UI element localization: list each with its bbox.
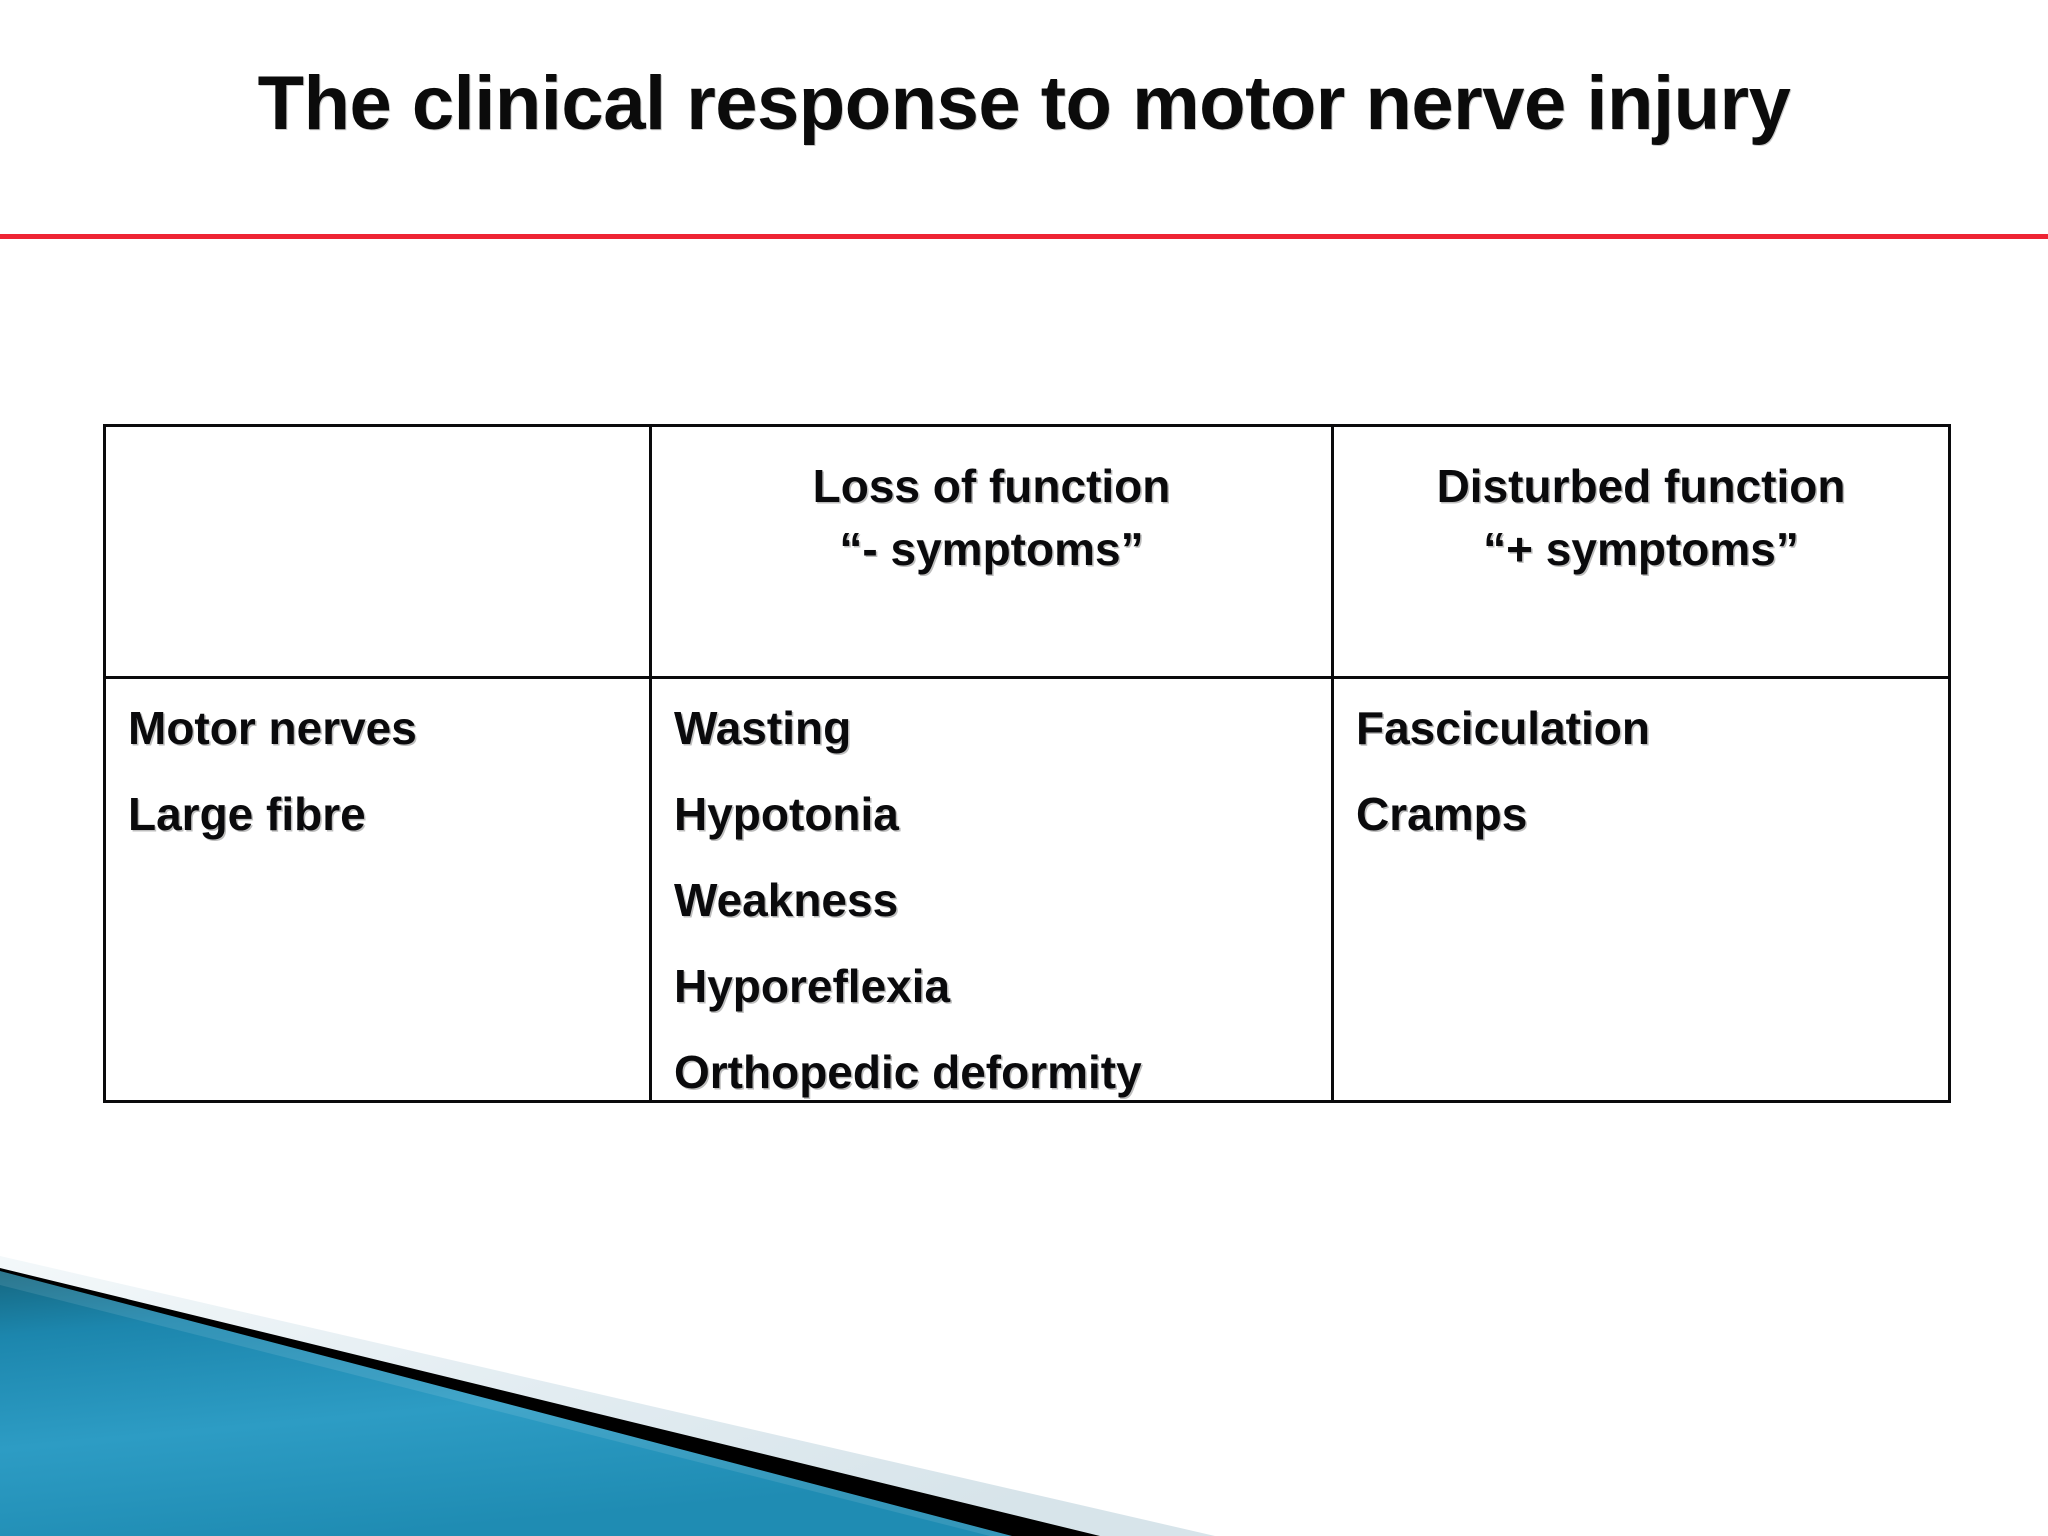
list-item: Cramps [1356, 788, 1528, 840]
table-row: Motor nerves Large fibre Wasting Hypoton… [103, 676, 1951, 1103]
list-item: Orthopedic deformity [674, 1046, 1142, 1098]
header-loss-subtitle: “- symptoms” [839, 523, 1144, 576]
list-item: Weakness [674, 874, 899, 926]
header-cell-loss-of-function: Loss of function “- symptoms” [649, 424, 1334, 679]
bottom-left-banner-decoration [0, 1236, 1280, 1536]
header-cell-category [103, 424, 652, 679]
list-item: Hypotonia [674, 788, 899, 840]
header-disturbed-subtitle: “+ symptoms” [1483, 523, 1799, 576]
header-loss-title: Loss of function [812, 460, 1171, 512]
table-header-row: Loss of function “- symptoms” Disturbed … [103, 424, 1951, 679]
list-item: Wasting [674, 702, 852, 754]
list-item: Large fibre [128, 788, 366, 840]
banner-teal-wedge [0, 1271, 1012, 1536]
banner-shape-icon [0, 1256, 1215, 1536]
cell-disturbed-function: Fasciculation Cramps [1331, 676, 1951, 1103]
banner-pale-stripe [0, 1256, 1215, 1536]
page-title: The clinical response to motor nerve inj… [257, 61, 1791, 146]
title-divider-rule [0, 234, 2048, 239]
list-item: Motor nerves [128, 702, 417, 754]
header-disturbed-title: Disturbed function [1436, 460, 1846, 512]
cell-loss-of-function: Wasting Hypotonia Weakness Hyporeflexia … [649, 676, 1334, 1103]
clinical-response-table: Loss of function “- symptoms” Disturbed … [103, 424, 1951, 1103]
list-item: Fasciculation [1356, 702, 1650, 754]
header-cell-disturbed-function: Disturbed function “+ symptoms” [1331, 424, 1951, 679]
banner-black-stripe [0, 1268, 1100, 1536]
cell-category: Motor nerves Large fibre [103, 676, 652, 1103]
list-item: Hyporeflexia [674, 960, 951, 1012]
banner-teal-edge-highlight [0, 1271, 1012, 1536]
